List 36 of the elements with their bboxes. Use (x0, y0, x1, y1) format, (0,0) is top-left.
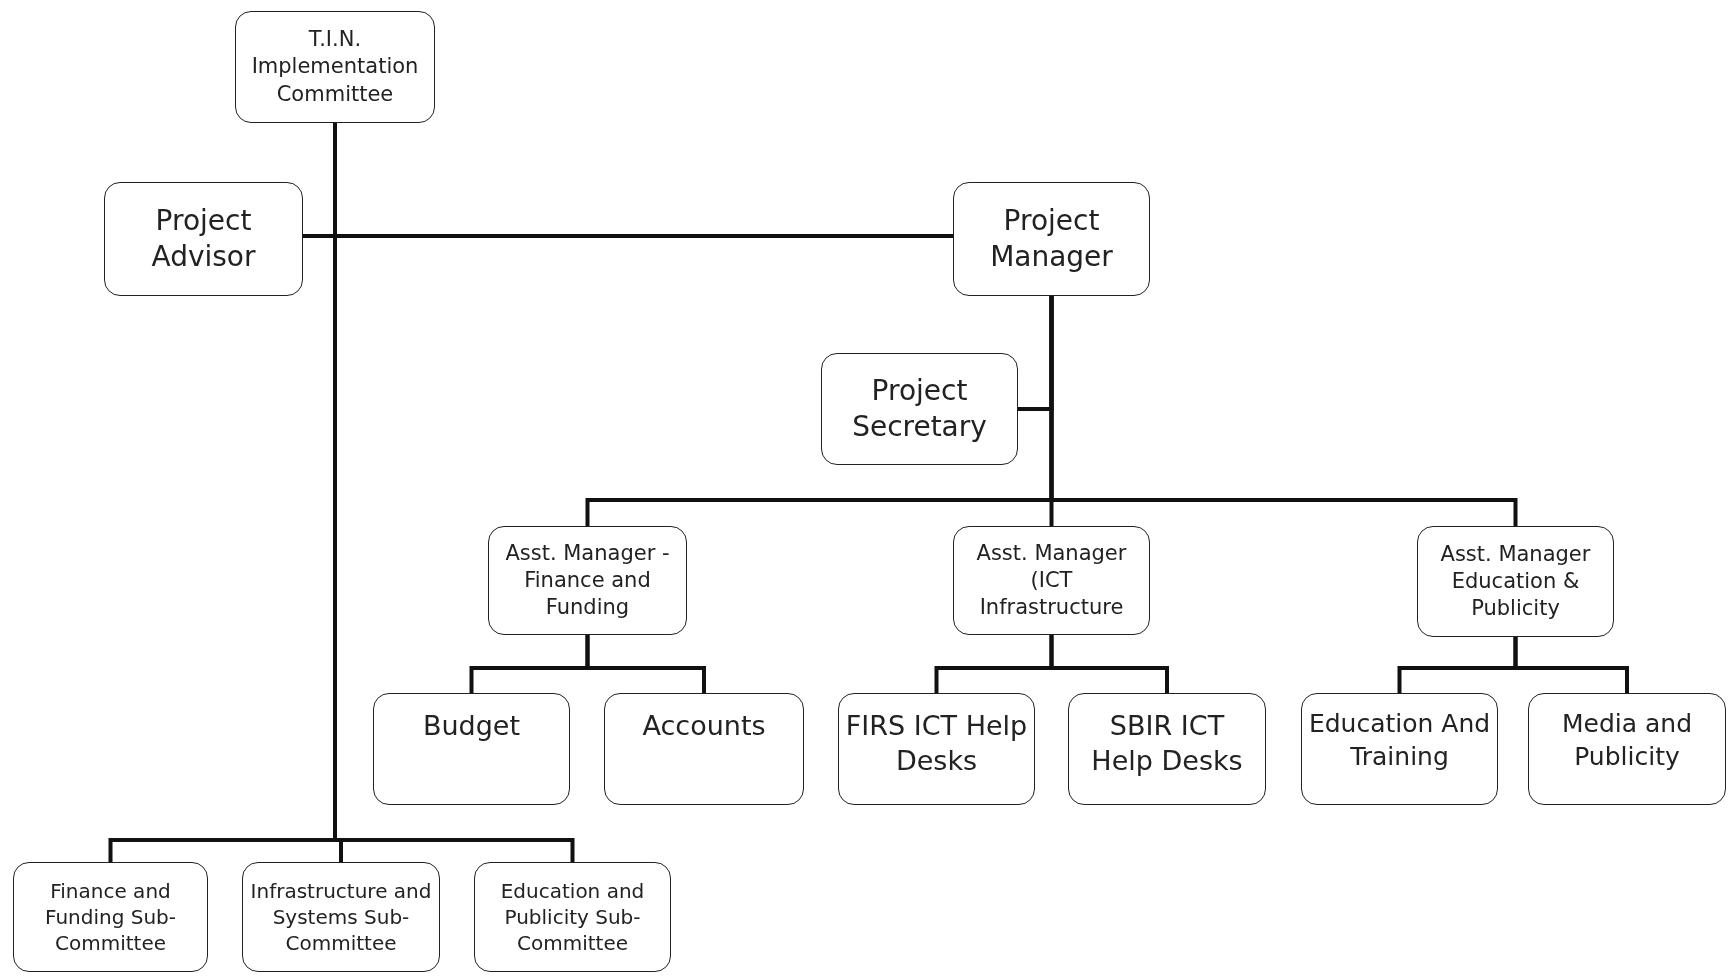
org-box (838, 693, 1035, 805)
role-label: Infrastructure and Systems Sub-Committee (249, 878, 433, 956)
connector-line (1513, 637, 1629, 693)
org-box (953, 526, 1150, 635)
role-label: Asst. Manager -Finance and Funding (504, 539, 671, 622)
org-box (953, 182, 1150, 296)
org-box (373, 693, 570, 805)
role-label: Media and Publicity (1560, 708, 1694, 773)
org-box (488, 526, 687, 635)
org-box (104, 182, 303, 296)
org-box (235, 11, 435, 123)
role-label: Education and Publicity Sub-Committee (499, 878, 646, 956)
connector-line (1049, 635, 1169, 693)
org-box (821, 353, 1018, 465)
role-label: Accounts (642, 709, 766, 743)
connector-line (1049, 296, 1518, 526)
org-box (1301, 693, 1498, 805)
role-label: T.I.N. Implementation Committee (250, 26, 420, 108)
connector-line (585, 635, 706, 693)
role-label: Asst. Manager Education & Publicity (1439, 540, 1592, 623)
org-box (1417, 526, 1614, 637)
org-box (474, 862, 671, 972)
role-label: Finance and Funding Sub-Committee (44, 878, 177, 956)
role-label: SBIR ICT Help Desks (1090, 709, 1244, 779)
role-label: Education And Training (1308, 708, 1491, 773)
role-label: Project Manager (989, 202, 1114, 275)
org-box (242, 862, 440, 972)
role-label: Project Advisor (150, 202, 257, 275)
role-label: Budget (422, 709, 521, 743)
role-label: Project Secretary (851, 372, 988, 445)
org-box (1528, 693, 1726, 805)
org-box (1068, 693, 1266, 805)
org-box (13, 862, 208, 972)
role-label: Asst. Manager (ICT Infrastructure (975, 539, 1128, 622)
org-box (604, 693, 804, 805)
role-label: FIRS ICT Help Desks (845, 709, 1028, 779)
